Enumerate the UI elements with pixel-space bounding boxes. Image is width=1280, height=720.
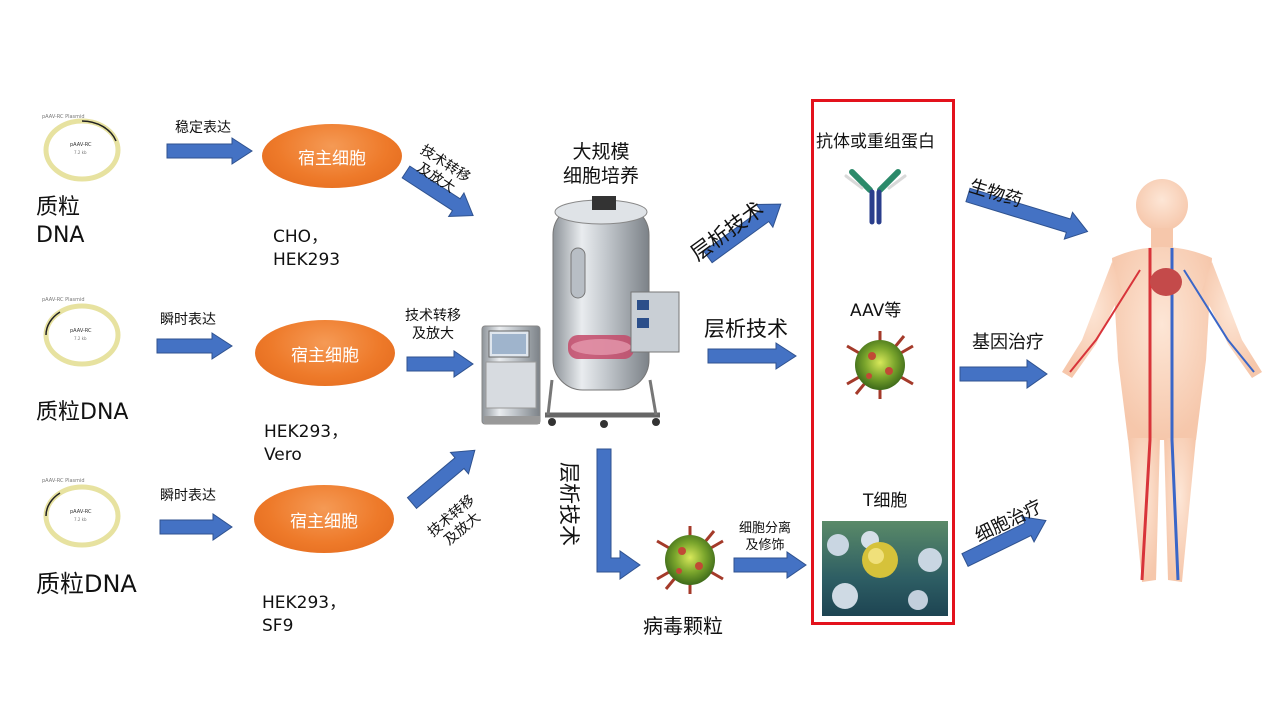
bioreactor-image [545,196,680,428]
arrow-transient-expression-2 [159,513,233,541]
t-cell-label: T细胞 [863,491,908,511]
cell-separation-label-line2: 及修饰 [745,538,785,553]
products-highlight-box [811,99,955,625]
cell-line-label-1: CHO， HEK293 [273,226,340,272]
svg-text:pAAV-RC: pAAV-RC [70,328,92,334]
control-console-image [481,325,541,425]
host-cell-1: 宿主细胞 [262,124,402,188]
arrow-cell-therapy [961,516,1047,567]
chromatography-label-mid: 层析技术 [704,317,788,341]
svg-text:pAAV-RC: pAAV-RC [70,509,92,515]
arrow-transfer-bot [406,449,476,510]
svg-text:7.2 kb: 7.2 kb [74,336,87,341]
aav-label: AAV等 [850,301,902,321]
transfer-label-mid: 技术转移 及放大 [405,307,461,343]
cell-line-label-2-line2: Vero [264,445,302,465]
arrow-transient-expression-1 [156,332,233,360]
svg-text:7.2 kb: 7.2 kb [74,517,87,522]
arrow-gene-therapy [959,359,1048,389]
bioreactor-label-line2: 细胞培养 [562,165,639,187]
antibody-label: 抗体或重组蛋白 [816,132,935,152]
cell-line-label-1-line1: CHO， [273,227,329,247]
transient-expression-label-1: 瞬时表达 [160,312,216,328]
plasmid-map-1: pAAV-RC 7.2 kb [43,118,121,182]
arrow-chromatography-up [703,203,782,264]
plasmid-title-1: pAAV-RC Plasmid [42,114,85,120]
gene-therapy-label: 基因治疗 [972,332,1044,353]
arrow-transfer-mid [406,350,474,378]
plasmid-dna-label-2: 质粒DNA [36,400,129,425]
bioreactor-label-line1: 大规模 [572,141,630,163]
plasmid-dna-label-1-line2: DNA [36,223,85,248]
human-body-illustration [1062,179,1262,582]
antibody-icon [844,169,907,225]
t-cell-image [822,521,948,616]
arrow-chromatography-down [596,448,641,580]
transient-expression-label-2: 瞬时表达 [160,488,216,504]
cell-separation-label: 细胞分离 及修饰 [739,520,791,554]
cell-line-label-3-line1: HEK293， [262,593,347,613]
cell-line-label-2: HEK293， Vero [264,421,348,467]
cell-line-label-3-line2: SF9 [262,616,294,636]
chromatography-label-down: 层析技术 [557,462,581,546]
svg-text:pAAV-RC: pAAV-RC [70,142,92,148]
cell-line-label-3: HEK293， SF9 [262,592,346,638]
plasmid-dna-label-1: 质粒 DNA [36,194,84,250]
plasmid-title-2: pAAV-RC Plasmid [42,297,85,303]
cell-separation-label-line1: 细胞分离 [739,521,792,536]
transfer-label-mid-line1: 技术转移 [405,308,461,324]
host-cell-2: 宿主细胞 [255,320,395,386]
plasmid-title-3: pAAV-RC Plasmid [42,478,85,484]
svg-text:7.2 kb: 7.2 kb [74,150,87,155]
arrow-biologic [965,187,1089,240]
stable-expression-label: 稳定表达 [175,120,231,136]
cell-line-label-1-line2: HEK293 [273,250,341,270]
plasmid-dna-label-3: 质粒DNA [36,570,137,598]
virus-particle-label: 病毒颗粒 [643,614,723,638]
plasmid-dna-label-1-line1: 质粒 [36,195,81,220]
host-cell-3: 宿主细胞 [254,485,394,553]
cell-line-label-2-line1: HEK293， [264,422,349,442]
arrow-stable-expression [166,137,253,165]
plasmid-map-2: pAAV-RC 7.2 kb [43,303,121,367]
aav-virus-icon [846,331,914,399]
plasmid-map-3: pAAV-RC 7.2 kb [43,484,121,548]
transfer-label-mid-line2: 及放大 [412,326,454,342]
virus-particle-icon [656,526,724,594]
arrow-cell-separation [733,551,807,579]
arrow-transfer-top [401,165,474,217]
arrow-chromatography-mid [707,342,797,370]
bioreactor-label: 大规模 细胞培养 [555,140,647,188]
